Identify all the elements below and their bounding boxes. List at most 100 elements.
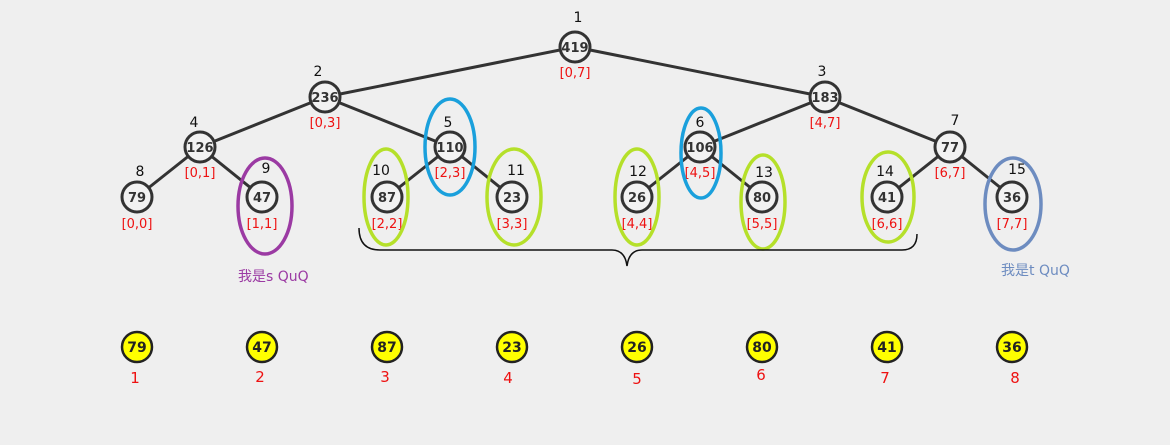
node-index: 2 bbox=[314, 64, 323, 80]
array-position: 7 bbox=[880, 369, 890, 387]
edge-1-2 bbox=[324, 45, 576, 99]
node-range: [1,1] bbox=[247, 217, 278, 232]
array-value: 87 bbox=[377, 340, 396, 356]
node-value: 236 bbox=[311, 91, 338, 106]
tree-nodes: 419 1 [0,7] 236 2 [0,3] 183 3 [4,7] 126 … bbox=[120, 10, 1029, 232]
t-annotation: 我是t QuQ bbox=[1001, 263, 1070, 279]
highlight-ellipse-blue bbox=[679, 106, 723, 200]
array-cell: 87 3 bbox=[370, 330, 404, 386]
node-index: 12 bbox=[629, 164, 647, 180]
node-range: [4,4] bbox=[622, 217, 653, 232]
array-value: 47 bbox=[252, 340, 271, 356]
array-cell: 26 5 bbox=[620, 330, 654, 388]
array-circle bbox=[870, 330, 904, 364]
array-value: 26 bbox=[627, 340, 646, 356]
array-value: 36 bbox=[1002, 340, 1021, 356]
node-range: [0,7] bbox=[560, 66, 591, 81]
array-circle bbox=[245, 330, 279, 364]
array-value: 80 bbox=[752, 340, 772, 356]
s-annotation: 我是s QuQ bbox=[238, 269, 309, 285]
node-value: 41 bbox=[878, 191, 896, 206]
array-cell: 36 8 bbox=[995, 330, 1029, 387]
node-range: [0,3] bbox=[310, 116, 341, 131]
tree-node: 26 12 [4,4] bbox=[620, 164, 654, 232]
edge-2-4 bbox=[199, 95, 326, 149]
array-circle bbox=[120, 330, 154, 364]
node-index: 3 bbox=[818, 64, 827, 80]
node-value: 183 bbox=[811, 91, 838, 106]
node-range: [7,7] bbox=[997, 217, 1028, 232]
node-index: 13 bbox=[755, 165, 773, 181]
array-cell: 80 6 bbox=[745, 330, 779, 384]
tree-node: 419 1 [0,7] bbox=[558, 10, 592, 81]
node-circle bbox=[120, 180, 154, 214]
node-circle bbox=[745, 180, 779, 214]
highlight-ellipse-green bbox=[485, 147, 543, 247]
array-circle bbox=[620, 330, 654, 364]
node-index: 7 bbox=[951, 113, 960, 129]
tree-node: 87 10 [2,2] bbox=[370, 163, 404, 232]
node-range: [0,0] bbox=[122, 217, 153, 232]
node-range: [6,6] bbox=[872, 217, 903, 232]
node-value: 126 bbox=[186, 141, 213, 156]
node-index: 15 bbox=[1008, 162, 1026, 178]
array-cell: 47 2 bbox=[245, 330, 279, 386]
node-circle bbox=[558, 30, 592, 64]
tree-node: 36 15 [7,7] bbox=[995, 162, 1029, 232]
array-cell: 23 4 bbox=[495, 330, 529, 387]
highlight-ellipse-green bbox=[860, 150, 916, 244]
node-value: 79 bbox=[128, 191, 146, 206]
node-range: [2,3] bbox=[435, 166, 466, 181]
array-circle bbox=[370, 330, 404, 364]
node-range: [4,5] bbox=[685, 166, 716, 181]
tree-node: 106 6 [4,5] bbox=[683, 115, 717, 181]
node-value: 110 bbox=[436, 141, 463, 156]
node-circle bbox=[495, 180, 529, 214]
node-range: [2,2] bbox=[372, 217, 403, 232]
node-index: 1 bbox=[574, 10, 583, 26]
tree-node: 23 11 [3,3] bbox=[495, 163, 529, 232]
tree-node: 80 13 [5,5] bbox=[745, 165, 779, 232]
node-range: [5,5] bbox=[747, 217, 778, 232]
array-position: 4 bbox=[503, 369, 513, 387]
node-circle bbox=[808, 80, 842, 114]
array-circle bbox=[495, 330, 529, 364]
node-index: 4 bbox=[190, 115, 199, 131]
array-cell: 41 7 bbox=[870, 330, 904, 387]
node-value: 80 bbox=[753, 191, 771, 206]
node-value: 106 bbox=[686, 141, 713, 156]
array-position: 1 bbox=[130, 369, 140, 387]
array-position: 2 bbox=[255, 368, 265, 386]
node-range: [0,1] bbox=[185, 166, 216, 181]
array-position: 5 bbox=[632, 370, 642, 388]
edge-1-3 bbox=[574, 45, 826, 99]
tree-node: 126 4 [0,1] bbox=[183, 115, 217, 181]
node-circle bbox=[245, 180, 279, 214]
node-circle bbox=[683, 130, 717, 164]
node-index: 14 bbox=[876, 164, 894, 180]
node-circle bbox=[995, 180, 1029, 214]
highlights bbox=[236, 97, 1043, 256]
node-range: [3,3] bbox=[497, 217, 528, 232]
node-index: 9 bbox=[262, 161, 271, 177]
node-value: 87 bbox=[378, 191, 396, 206]
highlight-ellipse-green bbox=[739, 153, 787, 251]
highlight-ellipse-steel bbox=[983, 156, 1043, 252]
node-index: 10 bbox=[372, 163, 390, 179]
node-index: 6 bbox=[696, 115, 705, 131]
node-range: [4,7] bbox=[810, 116, 841, 131]
node-index: 8 bbox=[136, 164, 145, 180]
node-value: 23 bbox=[503, 191, 521, 206]
array-value: 41 bbox=[877, 340, 896, 356]
tree-node: 236 2 [0,3] bbox=[308, 64, 342, 131]
node-value: 36 bbox=[1003, 191, 1021, 206]
highlight-ellipse-green bbox=[362, 147, 410, 247]
node-circle bbox=[933, 130, 967, 164]
array-position: 8 bbox=[1010, 369, 1020, 387]
array-position: 6 bbox=[756, 366, 766, 384]
tree-node: 77 7 [6,7] bbox=[933, 113, 967, 181]
node-circle bbox=[620, 180, 654, 214]
node-value: 47 bbox=[253, 191, 271, 206]
highlight-ellipse-purple bbox=[236, 156, 294, 256]
